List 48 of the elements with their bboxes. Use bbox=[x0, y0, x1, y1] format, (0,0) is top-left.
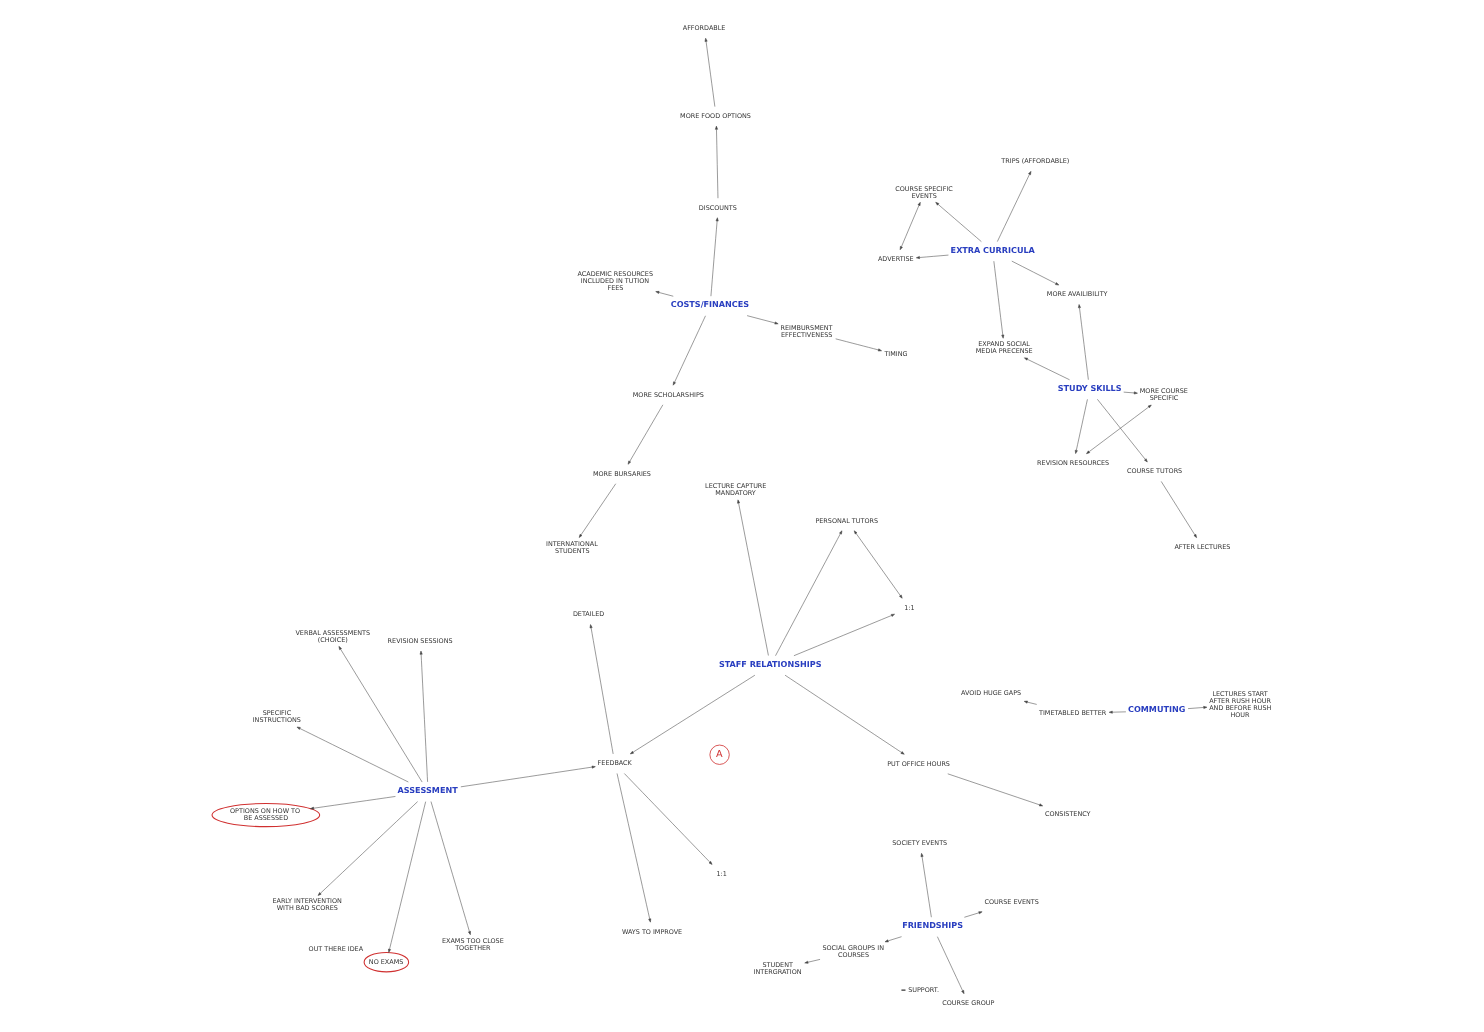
arrow bbox=[1107, 710, 1126, 714]
arrow bbox=[615, 773, 651, 923]
arrow bbox=[588, 624, 613, 755]
arrow bbox=[429, 801, 470, 935]
arrow bbox=[309, 796, 395, 810]
arrow bbox=[629, 674, 755, 755]
arrow bbox=[803, 959, 820, 964]
arrow bbox=[792, 613, 894, 656]
arrow bbox=[1186, 706, 1207, 709]
arrow bbox=[1085, 404, 1151, 454]
arrow bbox=[883, 936, 901, 943]
arrow bbox=[992, 260, 1004, 339]
arrow bbox=[654, 291, 673, 297]
arrow bbox=[1010, 260, 1059, 286]
arrow bbox=[459, 765, 595, 788]
arrow bbox=[745, 315, 778, 325]
arrow bbox=[936, 936, 964, 994]
arrow bbox=[703, 37, 715, 107]
arrow bbox=[996, 171, 1031, 242]
arrow bbox=[919, 853, 931, 918]
arrow bbox=[1022, 700, 1036, 705]
arrow bbox=[898, 202, 920, 251]
arrow bbox=[1122, 391, 1137, 395]
arrow bbox=[623, 773, 712, 865]
arrow bbox=[774, 530, 842, 656]
arrow bbox=[316, 801, 417, 896]
arrow bbox=[915, 254, 948, 259]
arrow bbox=[577, 483, 616, 538]
arrow bbox=[626, 404, 663, 465]
arrow bbox=[934, 202, 981, 242]
arrow bbox=[783, 674, 904, 755]
arrow bbox=[1077, 304, 1088, 380]
arrow bbox=[714, 125, 718, 199]
arrow bbox=[418, 650, 427, 783]
arrow bbox=[295, 726, 408, 783]
arrow bbox=[834, 338, 881, 352]
arrow bbox=[1073, 399, 1087, 454]
arrow bbox=[736, 499, 768, 656]
arrow bbox=[709, 217, 718, 297]
arrow bbox=[387, 801, 425, 953]
arrow bbox=[852, 530, 902, 599]
arrow bbox=[1096, 398, 1147, 463]
arrow bbox=[946, 773, 1042, 807]
arrow bbox=[963, 911, 982, 918]
arrow bbox=[1159, 481, 1196, 538]
arrow bbox=[337, 646, 422, 783]
arrow bbox=[1023, 357, 1069, 381]
arrow bbox=[671, 315, 705, 386]
